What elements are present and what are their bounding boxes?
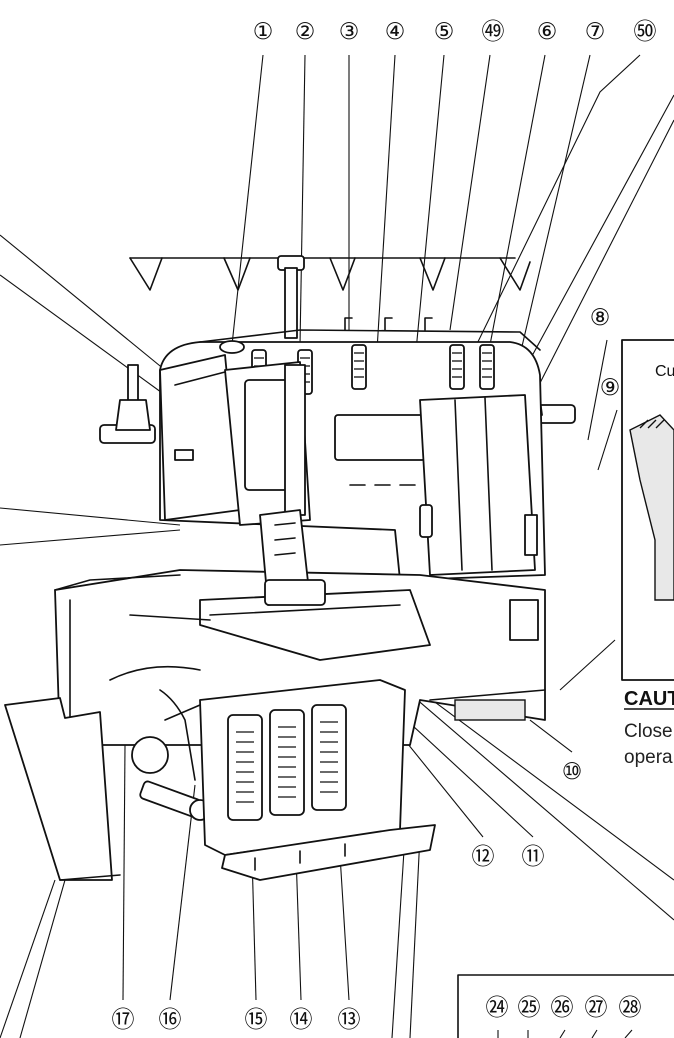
callouts-box: ㉔ ㉕ ㉖ ㉗ ㉘ bbox=[486, 995, 642, 1021]
callout-10: ⑩ bbox=[562, 759, 583, 785]
looper-cover-open bbox=[4, 697, 121, 881]
thread-stand bbox=[129, 255, 531, 339]
callout-14: ⑭ bbox=[290, 1007, 313, 1033]
caution-title: CAUT bbox=[624, 688, 674, 710]
callouts-right: ⑧ ⑨ ⑩ bbox=[562, 305, 621, 785]
callout-8: ⑧ bbox=[590, 305, 611, 331]
callout-13: ⑬ bbox=[338, 1007, 361, 1033]
callout-26: ㉖ bbox=[551, 995, 574, 1021]
machine-upper-body bbox=[159, 317, 546, 581]
caution-line-1: Close bbox=[624, 721, 673, 742]
leader-lines bbox=[0, 54, 674, 1038]
callout-17: ⑰ bbox=[112, 1007, 135, 1033]
machine-base bbox=[54, 509, 546, 746]
callouts-bottom: ⑰ ⑯ ⑮ ⑭ ⑬ bbox=[112, 1007, 361, 1033]
stitch-dial-unit bbox=[199, 679, 436, 881]
callout-49: ㊾ bbox=[482, 19, 505, 45]
callout-11: ⑪ bbox=[522, 844, 545, 870]
caution-note: CAUT Close opera bbox=[624, 688, 674, 768]
callout-5: ⑤ bbox=[434, 19, 455, 45]
callout-16: ⑯ bbox=[159, 1007, 182, 1033]
callout-12: ⑫ bbox=[472, 844, 495, 870]
inset-title: Cu bbox=[655, 363, 674, 380]
callout-1: ① bbox=[253, 19, 274, 45]
callouts-mid: ⑫ ⑪ bbox=[472, 844, 545, 870]
callout-50: ㊿ bbox=[634, 19, 657, 45]
callout-27: ㉗ bbox=[585, 995, 608, 1021]
callout-3: ③ bbox=[339, 19, 360, 45]
callouts-top: ① ② ③ ④ ⑤ ㊾ ⑥ ⑦ ㊿ bbox=[253, 19, 657, 45]
callout-2: ② bbox=[295, 19, 316, 45]
callout-15: ⑮ bbox=[245, 1007, 268, 1033]
callout-25: ㉕ bbox=[518, 995, 541, 1021]
bottom-parts-box bbox=[457, 974, 674, 1038]
caution-line-2: opera bbox=[624, 747, 673, 768]
callout-7: ⑦ bbox=[585, 19, 606, 45]
callout-6: ⑥ bbox=[537, 19, 558, 45]
callout-28: ㉘ bbox=[619, 995, 642, 1021]
callout-9: ⑨ bbox=[600, 375, 621, 401]
callout-24: ㉔ bbox=[486, 995, 509, 1021]
inset-box: Cu bbox=[621, 339, 674, 681]
callout-4: ④ bbox=[385, 19, 406, 45]
